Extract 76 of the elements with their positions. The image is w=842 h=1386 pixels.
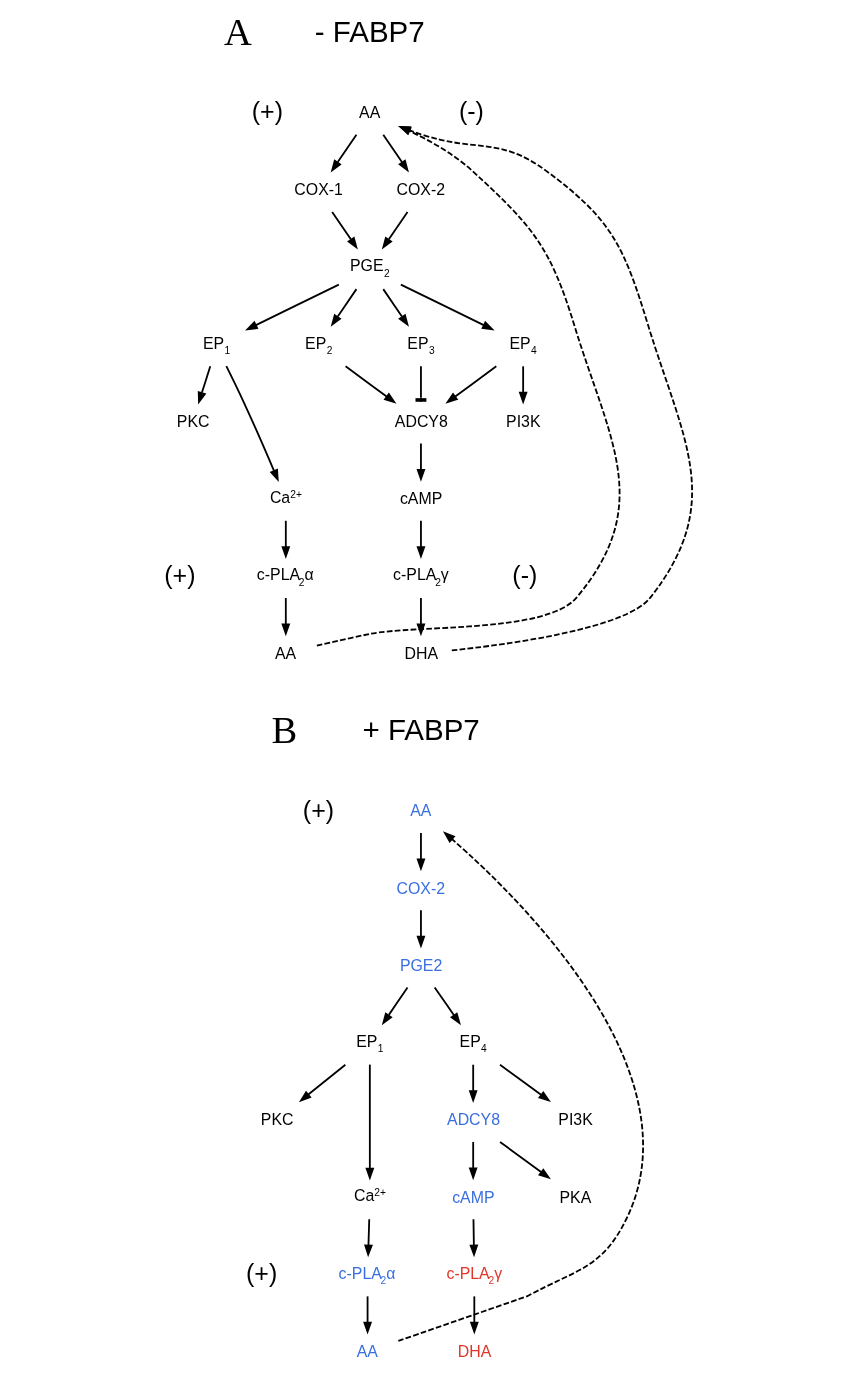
arrow	[416, 597, 426, 637]
node-text: AA	[275, 644, 297, 662]
node-text: COX-1	[294, 181, 343, 199]
node-text: PI3K	[506, 412, 541, 430]
node-text: Ca$^{2+}$	[269, 488, 303, 507]
node-text: c-PLA$_{2}$γ	[446, 1264, 503, 1287]
arrow	[416, 832, 426, 872]
label: (+)	[164, 560, 196, 589]
arrow	[499, 1063, 551, 1103]
arrow	[381, 986, 409, 1026]
label: B	[271, 709, 298, 752]
label: (-)	[512, 560, 538, 589]
arrow	[245, 283, 340, 331]
node-text: c-PLA$_{2}$α	[338, 1264, 396, 1287]
arrow	[225, 365, 279, 482]
arrow	[397, 831, 644, 1342]
arrow	[499, 1141, 551, 1180]
arrow	[365, 1063, 375, 1181]
node-text: ADCY8	[447, 1111, 500, 1129]
arrow	[298, 1063, 347, 1103]
node-text: EP$_{1}$	[356, 1032, 384, 1055]
node-text: cAMP	[399, 490, 443, 508]
arrow	[468, 1141, 478, 1181]
node-text: AA	[356, 1342, 378, 1360]
node-text: COX-2	[396, 181, 446, 199]
label: A	[223, 10, 252, 53]
node-text: PKA	[559, 1188, 592, 1206]
arrow	[416, 519, 426, 559]
node-text: PKC	[260, 1111, 294, 1129]
arrow	[468, 1063, 478, 1103]
node-text: EP$_{4}$	[509, 334, 537, 357]
node-text: PGE$_{2}$	[349, 257, 390, 279]
arrow	[469, 1218, 479, 1258]
node-text: PGE2	[399, 956, 443, 974]
node-text: EP$_{4}$	[459, 1032, 487, 1055]
node-text: cAMP	[452, 1188, 495, 1206]
label: - FABP7	[314, 15, 425, 49]
node-text: EP$_{2}$	[305, 334, 333, 357]
node-text: PI3K	[558, 1111, 593, 1129]
arrow	[433, 986, 461, 1026]
arrow	[331, 211, 358, 250]
node-text: PKC	[176, 412, 210, 430]
node-text: ADCY8	[394, 412, 448, 430]
connector	[415, 365, 427, 403]
arrow	[281, 597, 291, 637]
node-text: c-PLA$_{2}$α	[256, 566, 314, 588]
label: (-)	[458, 97, 484, 126]
arrow	[330, 288, 358, 327]
label: (+)	[251, 97, 283, 126]
arrow	[445, 365, 498, 404]
arrow	[399, 283, 495, 331]
arrow	[382, 288, 409, 327]
arrow	[381, 211, 409, 250]
node-text: DHA	[404, 644, 439, 662]
arrow	[518, 365, 528, 405]
label: (+)	[302, 795, 335, 824]
node-text: DHA	[457, 1342, 492, 1360]
arrow	[281, 519, 291, 559]
arrow	[344, 365, 397, 404]
arrow	[469, 1295, 479, 1335]
arrow	[363, 1295, 373, 1335]
arrow	[197, 365, 212, 405]
arrow	[382, 133, 409, 173]
node-text: EP$_{1}$	[202, 334, 231, 357]
label: + FABP7	[362, 713, 480, 747]
label: (+)	[246, 1258, 278, 1287]
node-text: Ca$^{2+}$	[353, 1186, 387, 1205]
arrow	[416, 909, 426, 949]
node-text: c-PLA$_{2}$γ	[393, 566, 449, 588]
node-text: COX-2	[396, 879, 446, 897]
arrow	[330, 133, 358, 173]
node-text: AA	[359, 104, 381, 122]
node-text: AA	[410, 802, 432, 820]
arrow	[364, 1218, 373, 1258]
node-text: EP$_{3}$	[407, 334, 435, 357]
arrow	[416, 442, 426, 482]
